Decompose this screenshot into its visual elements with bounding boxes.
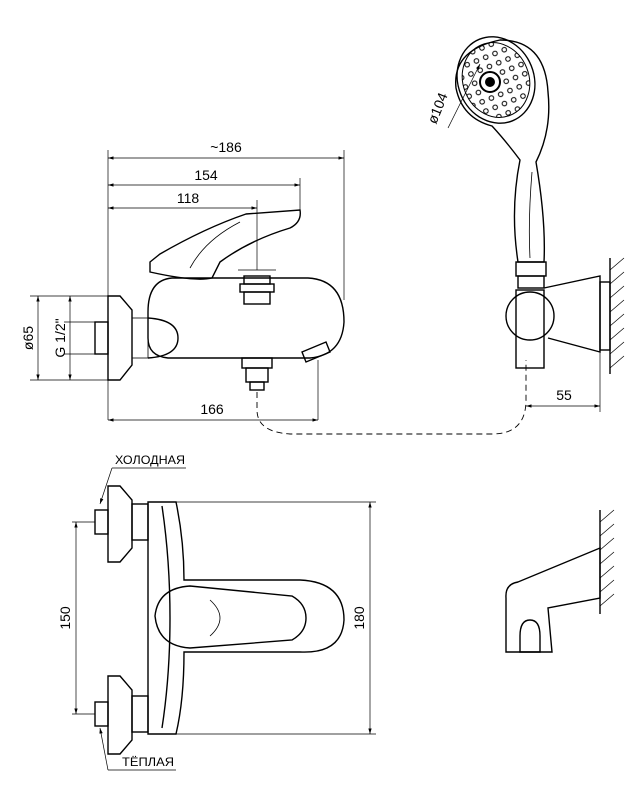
- dim-180-label: 180: [351, 606, 367, 630]
- lower-flange: [107, 675, 133, 755]
- dim-154-label: 154: [194, 167, 218, 183]
- connector-nut: [94, 321, 109, 355]
- diverter-knob: [301, 341, 331, 363]
- lever-handle: [149, 209, 301, 280]
- dim-150-label: 150: [57, 606, 73, 630]
- front-view: ХОЛОДНАЯ ТЁПЛАЯ 150 180: [57, 453, 376, 771]
- shower-outlet: [243, 275, 271, 285]
- shower-holder-front: [505, 509, 615, 653]
- wall-flange: [107, 295, 133, 381]
- dim-166-label: 166: [200, 401, 224, 417]
- lever-front: [154, 585, 307, 649]
- spout-outlet: [241, 357, 273, 369]
- hand-shower: [455, 36, 550, 289]
- mixer-body-front: [147, 501, 345, 735]
- dim-55-label: 55: [556, 387, 572, 403]
- dim-104-label: ø104: [424, 90, 451, 126]
- body-cap: [147, 317, 179, 359]
- shower-hose: [256, 360, 527, 435]
- shower-holder-side: [505, 257, 625, 374]
- upper-flange: [107, 485, 133, 563]
- cold-label: ХОЛОДНАЯ: [115, 453, 185, 467]
- dim-65-label: ø65: [20, 326, 36, 350]
- dim-118-label: 118: [177, 190, 200, 206]
- side-view: ~186 154 118 166 ø65 G 1/2" ø104 55: [20, 36, 625, 435]
- dim-186-label: ~186: [210, 139, 242, 155]
- warm-label: ТЁПЛАЯ: [122, 755, 174, 769]
- thread-label: G 1/2": [52, 318, 68, 357]
- mixer-body: [147, 277, 345, 359]
